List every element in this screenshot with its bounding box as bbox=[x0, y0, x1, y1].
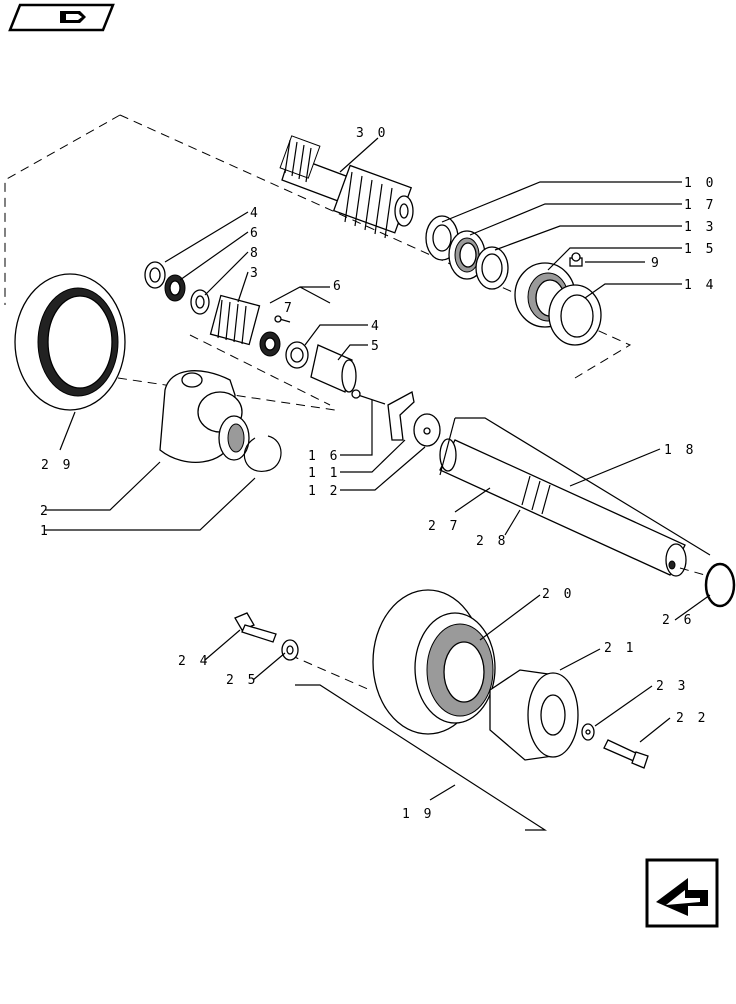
callout-13: 1 3 bbox=[684, 220, 716, 235]
callout-29: 2 9 bbox=[41, 458, 73, 473]
seal-13 bbox=[475, 246, 509, 290]
callout-22: 2 2 bbox=[676, 711, 708, 726]
callout-15: 1 5 bbox=[684, 242, 716, 257]
return-arrow-icon[interactable] bbox=[645, 858, 719, 928]
snap-ring-1 bbox=[243, 435, 282, 472]
leader-box-19 bbox=[295, 684, 548, 831]
taper-bushing-21 bbox=[489, 669, 579, 761]
grease-fitting-9 bbox=[569, 252, 583, 267]
book-icon[interactable] bbox=[8, 3, 115, 32]
roller-bearing-6b bbox=[259, 331, 281, 357]
bolt-24 bbox=[234, 612, 277, 643]
shaft-dashed-line bbox=[679, 567, 706, 576]
callout-8: 8 bbox=[250, 246, 261, 261]
leader-box-18 bbox=[439, 417, 711, 556]
spacer-4b bbox=[285, 341, 309, 369]
callout-26: 2 6 bbox=[662, 613, 694, 628]
callout-10: 1 0 bbox=[684, 176, 716, 191]
callout-2: 2 bbox=[40, 504, 51, 519]
callout-5: 5 bbox=[371, 339, 382, 354]
callout-9: 9 bbox=[651, 256, 662, 271]
planet-gear-3 bbox=[209, 294, 261, 346]
bolt-22 bbox=[603, 739, 649, 769]
washer-25 bbox=[281, 639, 299, 661]
roller-bearing-6a bbox=[164, 274, 186, 302]
snap-ring-26 bbox=[704, 562, 736, 608]
leader-lines bbox=[45, 137, 711, 801]
pin-7 bbox=[274, 315, 291, 323]
callout-18: 1 8 bbox=[664, 443, 696, 458]
lock-plate-11 bbox=[387, 391, 415, 441]
callout-labels: 3 0 1 0 1 7 1 3 1 5 9 1 4 4 6 8 3 6 7 4 … bbox=[40, 126, 716, 822]
wheel-hub-20 bbox=[372, 589, 496, 735]
callout-7: 7 bbox=[284, 301, 295, 316]
callout-1: 1 bbox=[40, 524, 51, 539]
callout-21: 2 1 bbox=[604, 641, 636, 656]
callout-20: 2 0 bbox=[542, 587, 574, 602]
ring-gear-29 bbox=[14, 273, 126, 411]
callout-6b: 6 bbox=[333, 279, 344, 294]
callout-4b: 4 bbox=[371, 319, 382, 334]
thrust-washer-12 bbox=[413, 413, 441, 447]
spacer-8 bbox=[190, 289, 210, 315]
bolt-16 bbox=[351, 389, 386, 405]
cover-14 bbox=[548, 284, 602, 346]
callout-30: 3 0 bbox=[356, 126, 388, 141]
callout-23: 2 3 bbox=[656, 679, 688, 694]
planet-pin-5 bbox=[310, 344, 357, 393]
callout-11: 1 1 bbox=[308, 466, 340, 481]
washer-23 bbox=[581, 723, 595, 741]
callout-24: 2 4 bbox=[178, 654, 210, 669]
callout-6a: 6 bbox=[250, 226, 261, 241]
callout-4a: 4 bbox=[250, 206, 261, 221]
callout-3: 3 bbox=[250, 266, 261, 281]
callout-16: 1 6 bbox=[308, 449, 340, 464]
spacer-4a bbox=[144, 261, 166, 289]
callout-27: 2 7 bbox=[428, 519, 460, 534]
callout-19: 1 9 bbox=[402, 807, 434, 822]
planet-carrier-2 bbox=[159, 370, 250, 463]
callout-17: 1 7 bbox=[684, 198, 716, 213]
callout-14: 1 4 bbox=[684, 278, 716, 293]
axle-shaft-27 bbox=[439, 438, 687, 577]
callout-28: 2 8 bbox=[476, 534, 508, 549]
pinion-shaft-30 bbox=[279, 135, 414, 239]
callout-25: 2 5 bbox=[226, 673, 258, 688]
callout-12: 1 2 bbox=[308, 484, 340, 499]
